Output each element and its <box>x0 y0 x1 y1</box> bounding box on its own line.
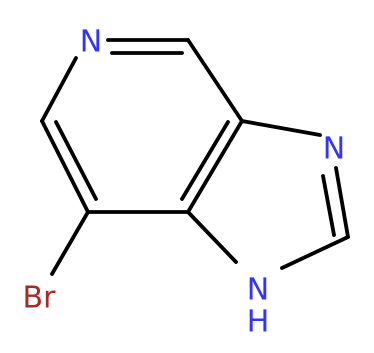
bond-c7a-c3a <box>186 119 244 214</box>
atom-nh-nitrogen: N <box>247 273 269 308</box>
bond-c3a-n3 <box>240 119 322 137</box>
bond-c6-c7 <box>40 119 90 214</box>
bond-n3-c2-double <box>321 174 336 237</box>
bond-n5-c6 <box>40 56 78 123</box>
bond-n3-c2 <box>334 166 350 239</box>
bond-c2-n1 <box>280 235 350 270</box>
atom-n-pyridine: N <box>80 25 102 60</box>
atom-n-imidazole: N <box>323 132 345 167</box>
atom-labels: N N Br N H <box>23 25 346 340</box>
atom-bromine: Br <box>23 281 57 316</box>
atom-nh-hydrogen: H <box>247 305 270 340</box>
bond-n1-c7a <box>186 210 238 264</box>
bond-c7-br <box>50 210 90 276</box>
bond-c6-c7-double <box>54 120 98 201</box>
bond-c3a-c4 <box>186 38 244 123</box>
bond-c7a-c3a-double <box>180 120 230 201</box>
bonds <box>40 38 350 276</box>
